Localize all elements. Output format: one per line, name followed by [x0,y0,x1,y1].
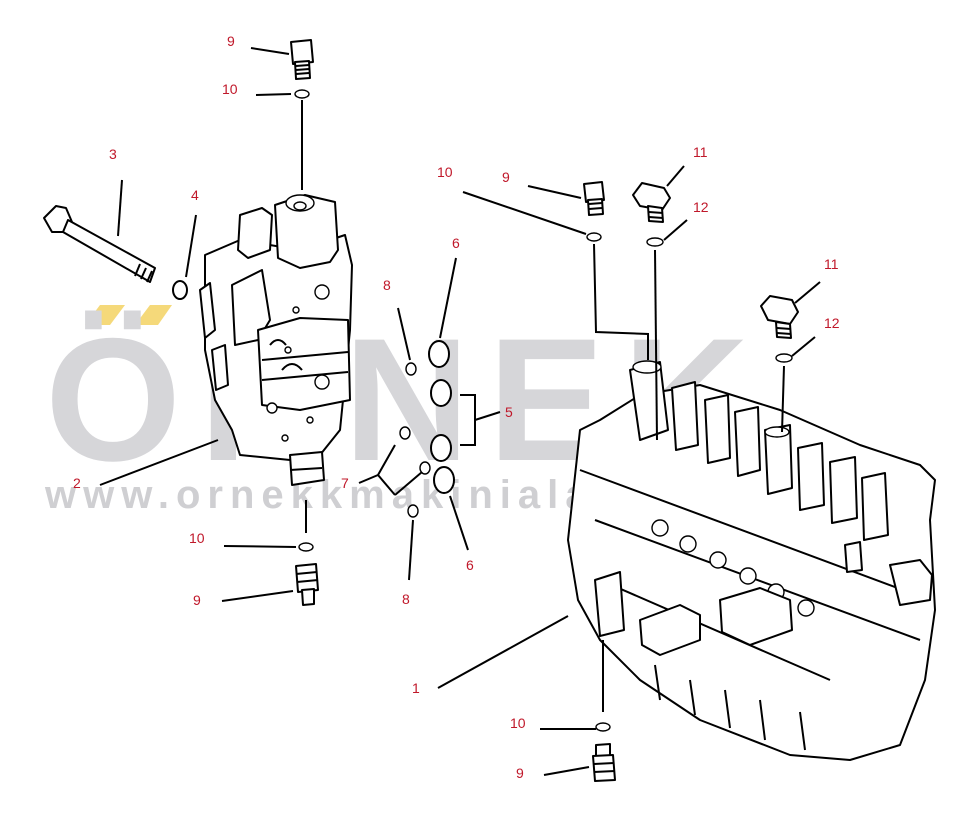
oring-part-7-a [399,426,411,440]
callout-9-top: 9 [227,33,235,49]
callout-labels: 9 10 3 4 2 10 9 8 6 5 7 8 6 10 9 11 12 1… [73,33,840,781]
plug-part-9-bottom-left [295,563,319,606]
oring-part-10-bottom-left [298,542,314,552]
oring-part-8-upper [405,362,417,376]
seal-ring-part-6-lower [433,466,455,494]
callout-1: 1 [412,680,420,696]
callout-2: 2 [73,475,81,491]
elbow-fitting-part-11-first [632,182,671,223]
watermark-accent-left [85,305,125,325]
seal-ring-part-5-lower [430,434,452,462]
callout-8-upper: 8 [383,277,391,293]
oring-part-10-top-right [586,232,602,242]
callout-11-first: 11 [693,144,708,160]
washer-part-4 [172,280,188,300]
callout-3: 3 [109,146,117,162]
callout-4: 4 [191,187,199,203]
callout-8-lower: 8 [402,591,410,607]
callout-6-upper: 6 [452,235,460,251]
section-valve-part-2 [199,194,353,486]
callout-10-top: 10 [222,81,238,97]
bolt-part-3 [43,205,156,283]
callout-10-bottom-left: 10 [189,530,205,546]
elbow-fitting-part-11-second [760,295,799,339]
leader-lines [99,47,821,776]
callout-7: 7 [341,475,349,491]
oring-part-10-bottom-right [595,722,611,732]
callout-12-first: 12 [693,199,709,215]
assembly-line-top-right [593,243,649,360]
callout-5: 5 [505,404,513,420]
callout-10-bottom-right: 10 [510,715,526,731]
callout-9-top-right: 9 [502,169,510,185]
plug-part-9-top-right [583,181,605,216]
seal-ring-part-5-upper [430,379,452,407]
oring-part-12-first [646,237,664,247]
oring-part-10-top [294,89,310,99]
watermark-accent-right [135,305,172,325]
callout-12-second: 12 [824,315,840,331]
assembly-line-fitting-first [654,249,658,441]
plug-part-9-bottom-right [592,743,616,782]
callout-6-lower: 6 [466,557,474,573]
callout-10-top-right: 10 [437,164,453,180]
callout-9-bottom-left: 9 [193,592,201,608]
oring-part-8-lower [407,504,419,518]
oring-part-7-b [419,461,431,475]
main-control-valve-part-1 [567,360,936,761]
oring-part-12-second [775,353,793,363]
seal-ring-part-6-upper [428,340,450,368]
plug-part-9-top [290,39,314,80]
assembly-line-fitting-second [781,365,785,433]
callout-9-bottom-right: 9 [516,765,524,781]
seal-kit [377,340,501,518]
callout-11-second: 11 [824,256,839,272]
